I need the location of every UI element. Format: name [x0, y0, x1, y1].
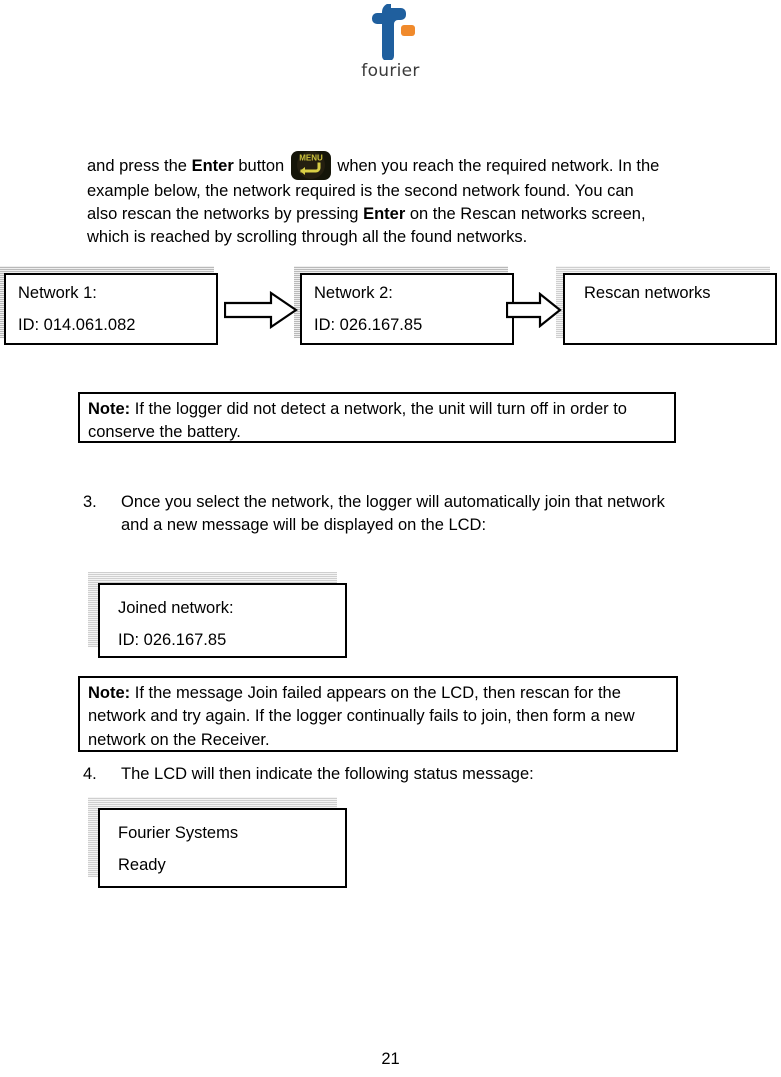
intro-paragraph: and press the Enter button MENU when you… — [87, 150, 661, 250]
intro-text-part2: button — [233, 156, 289, 175]
page-number: 21 — [381, 1050, 400, 1068]
lcd-screen-network-1: Network 1: ID: 014.061.082 — [4, 273, 218, 345]
lcd-line-1: Rescan networks — [584, 284, 711, 302]
fourier-logo-icon — [371, 4, 415, 60]
lcd-line-1: Joined network: — [118, 599, 234, 617]
lcd-screen-joined-network: Joined network: ID: 026.167.85 — [98, 583, 347, 658]
brand-header: fourier — [0, 4, 781, 81]
step-number: 3. — [83, 493, 97, 511]
step-text: Once you select the network, the logger … — [121, 493, 665, 535]
lcd-screen-rescan: Rescan networks — [563, 273, 777, 345]
step-number: 4. — [83, 765, 97, 783]
svg-text:MENU: MENU — [299, 153, 323, 162]
note-text: If the message Join failed appears on th… — [88, 684, 635, 749]
lcd-line-1: Fourier Systems — [118, 824, 239, 842]
lcd-line-2: ID: 026.167.85 — [118, 631, 227, 649]
lcd-line-1: Network 2: — [314, 284, 393, 302]
enter-keyword-2: Enter — [363, 204, 406, 223]
step-text: The LCD will then indicate the following… — [121, 765, 534, 783]
intro-text-part1: and press the — [87, 156, 192, 175]
lcd-screen-network-2: Network 2: ID: 026.167.85 — [300, 273, 514, 345]
note-text: If the logger did not detect a network, … — [88, 400, 627, 442]
lcd-screen-ready-status: Fourier Systems Ready — [98, 808, 347, 888]
note-box-join-failed: Note: If the message Join failed appears… — [78, 676, 678, 752]
intro-text-part4: on the Rescan networks screen, which is … — [87, 204, 646, 247]
enter-keyword-1: Enter — [191, 156, 234, 175]
arrow-right-1-icon — [224, 291, 298, 329]
lcd-line-2: ID: 026.167.85 — [314, 316, 423, 334]
note-box-battery: Note: If the logger did not detect a net… — [78, 392, 676, 443]
arrow-right-2-icon — [506, 292, 562, 328]
note-label: Note: — [88, 684, 131, 702]
note-label: Note: — [88, 400, 131, 418]
brand-wordmark: fourier — [361, 61, 420, 81]
lcd-line-2: ID: 014.061.082 — [18, 316, 136, 334]
lcd-line-1: Network 1: — [18, 284, 97, 302]
intro-text-part3: when you reach the required network. In … — [87, 156, 660, 223]
step-item-3: 3. Once you select the network, the logg… — [83, 491, 673, 538]
step-item-4: 4. The LCD will then indicate the follow… — [83, 763, 673, 786]
lcd-line-2: Ready — [118, 856, 166, 874]
menu-enter-key-icon: MENU — [290, 150, 332, 180]
